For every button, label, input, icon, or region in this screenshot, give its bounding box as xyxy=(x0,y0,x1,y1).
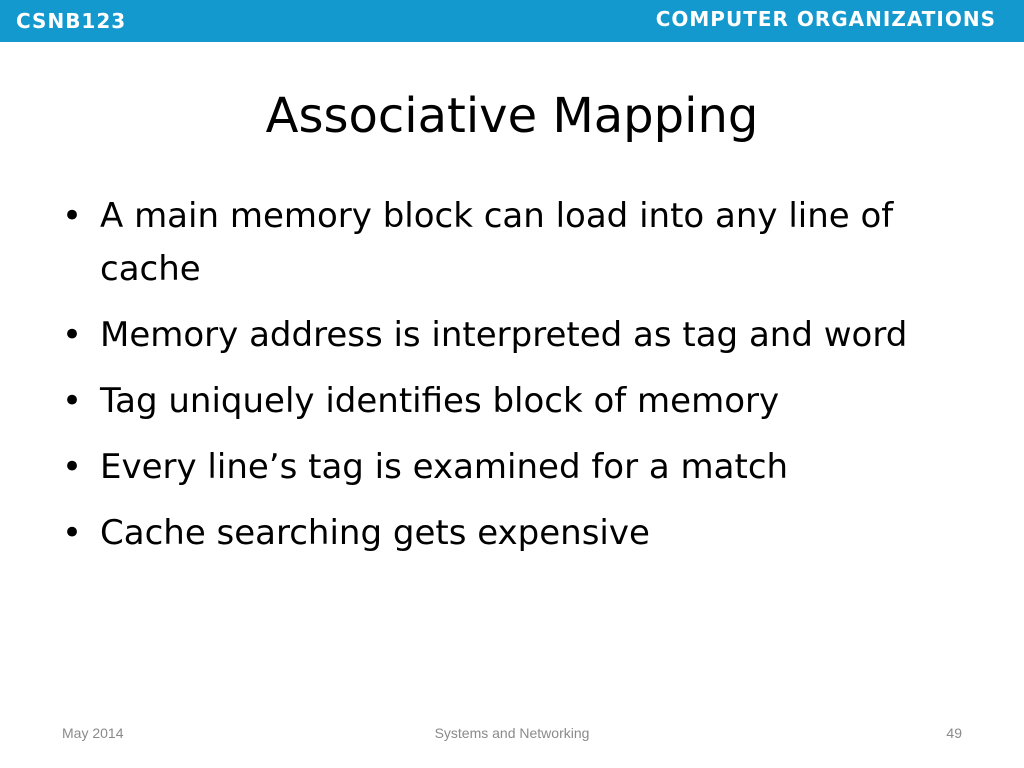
bullet-text: Every line’s tag is examined for a match xyxy=(100,447,789,487)
bullet-icon: • xyxy=(62,381,83,421)
bullet-item: • Tag uniquely identifies block of memor… xyxy=(62,375,972,428)
bullet-item: • A main memory block can load into any … xyxy=(62,190,972,296)
bullet-item: • Cache searching gets expensive xyxy=(62,507,972,560)
bullet-text: Tag uniquely identifies block of memory xyxy=(100,381,780,421)
bullet-icon: • xyxy=(62,513,83,553)
course-code: CSNB123 xyxy=(16,9,127,33)
bullet-icon: • xyxy=(62,315,83,355)
slide-title: Associative Mapping xyxy=(265,88,759,144)
bullet-list: • A main memory block can load into any … xyxy=(62,190,972,573)
bullet-icon: • xyxy=(62,196,83,236)
page-number: 49 xyxy=(946,725,962,741)
header-bar: CSNB123 COMPUTER ORGANIZATIONS xyxy=(0,0,1024,42)
course-name: COMPUTER ORGANIZATIONS xyxy=(655,7,996,31)
bullet-text: A main memory block can load into any li… xyxy=(100,196,894,289)
footer-center-text: Systems and Networking xyxy=(434,725,590,741)
footer-date: May 2014 xyxy=(62,725,124,741)
bullet-item: • Every line’s tag is examined for a mat… xyxy=(62,441,972,494)
bullet-text: Cache searching gets expensive xyxy=(100,513,650,553)
bullet-text: Memory address is interpreted as tag and… xyxy=(100,315,908,355)
bullet-item: • Memory address is interpreted as tag a… xyxy=(62,309,972,362)
bullet-icon: • xyxy=(62,447,83,487)
